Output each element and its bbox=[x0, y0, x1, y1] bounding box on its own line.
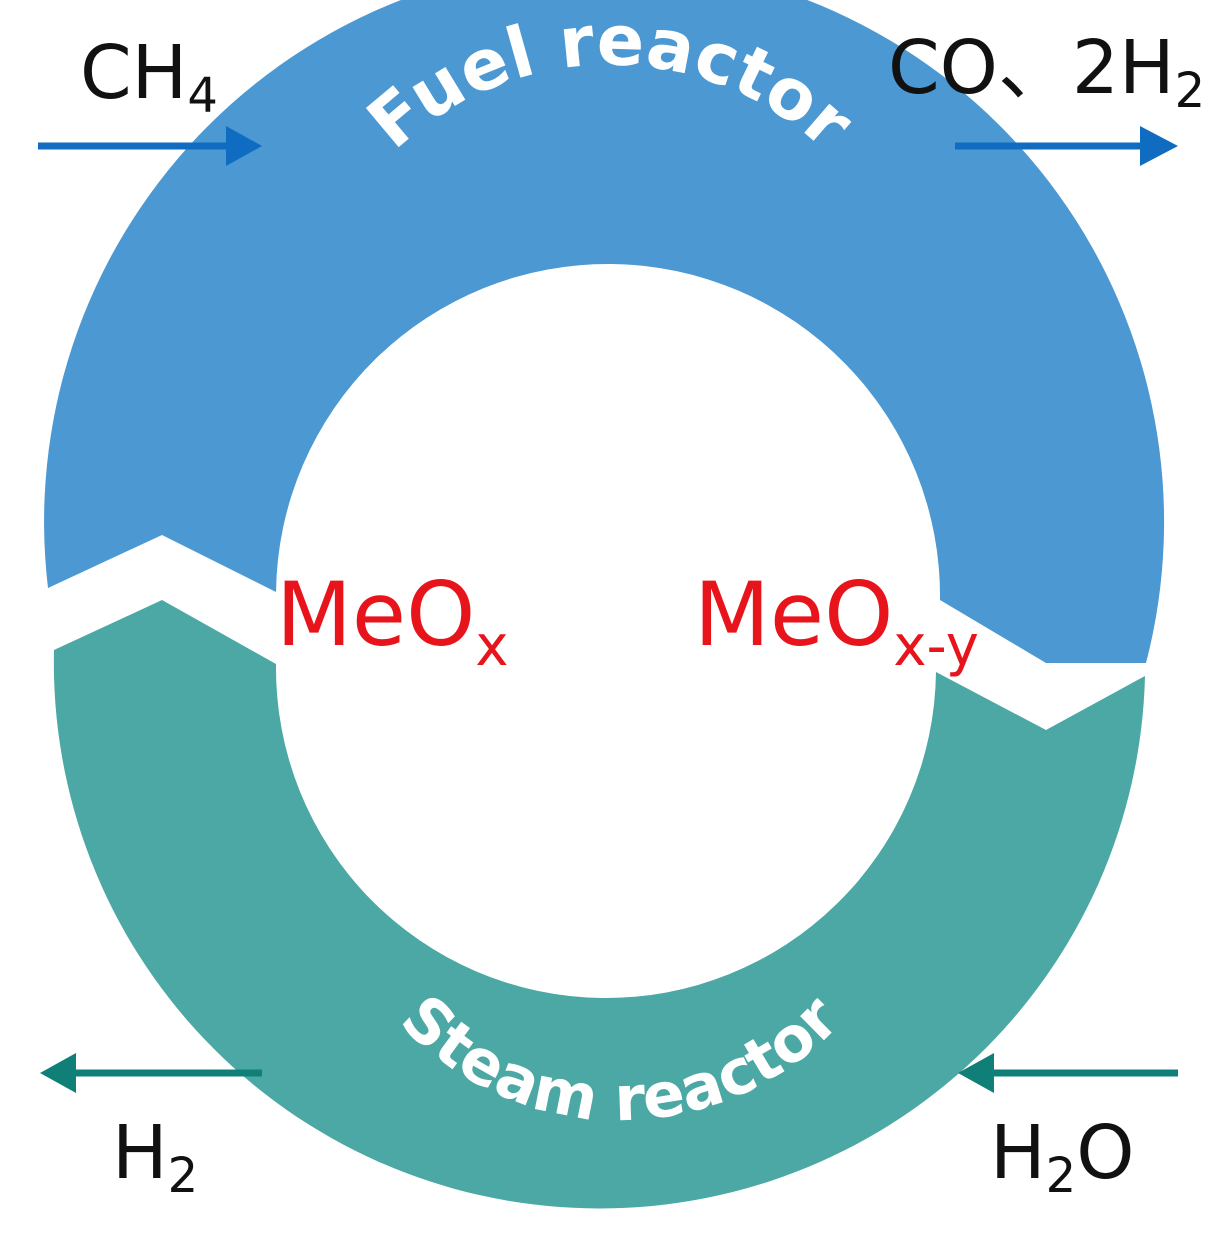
h2o-label: H2O bbox=[990, 1110, 1134, 1204]
co-2h2-label: CO、2H2 bbox=[888, 25, 1205, 119]
co-h2-output-arrow bbox=[955, 126, 1178, 166]
h2-label: H2 bbox=[112, 1110, 198, 1204]
meox-y-label: MeOx-y bbox=[694, 563, 979, 679]
ch4-label: CH4 bbox=[80, 30, 218, 124]
h2-output-arrow bbox=[40, 1053, 262, 1093]
h2o-input-arrow bbox=[958, 1053, 1178, 1093]
meox-label: MeOx bbox=[276, 563, 508, 679]
fuel-reactor-band bbox=[44, 0, 1165, 663]
steam-reactor-band bbox=[53, 600, 1146, 1209]
ch4-input-arrow bbox=[38, 126, 262, 166]
